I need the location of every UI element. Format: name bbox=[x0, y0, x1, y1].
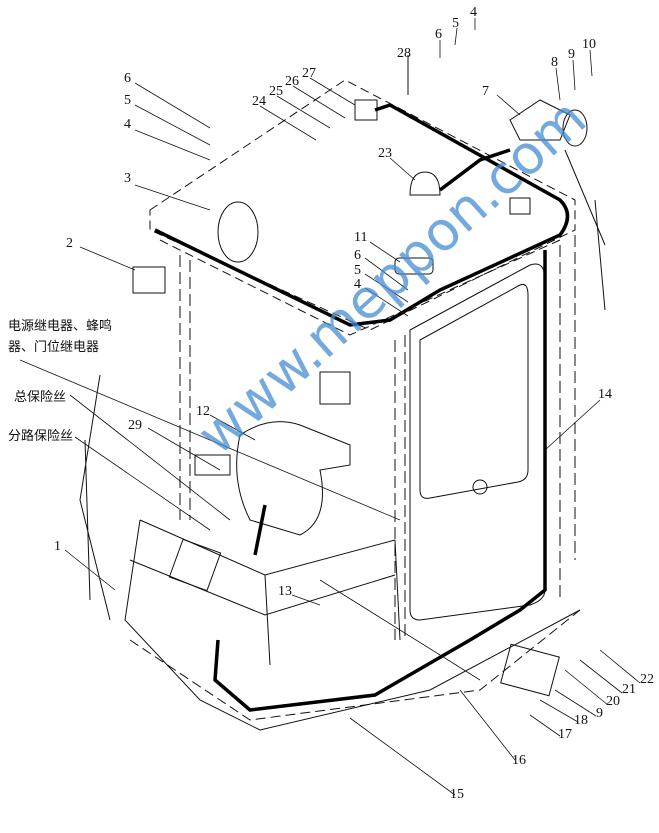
callout-26: 26 bbox=[285, 74, 299, 89]
fan-3 bbox=[217, 201, 259, 263]
wiper-rear bbox=[564, 149, 606, 311]
callout-6-mid: 6 bbox=[354, 248, 361, 263]
wiring-harness bbox=[154, 103, 570, 712]
relay-label-line-1: 电源继电器、蜂鸣 bbox=[8, 319, 113, 334]
callout-1: 1 bbox=[54, 539, 61, 554]
callout-15: 15 bbox=[450, 787, 464, 802]
callout-9: 9 bbox=[568, 47, 575, 62]
callout-2: 2 bbox=[66, 236, 73, 251]
callout-6-top: 6 bbox=[435, 27, 442, 42]
console bbox=[236, 421, 351, 536]
roof-outline bbox=[149, 79, 576, 331]
callout-3: 3 bbox=[124, 171, 131, 186]
switch-11 bbox=[394, 257, 434, 275]
callout-8: 8 bbox=[551, 55, 558, 70]
callout-9-bottom: 9 bbox=[596, 706, 603, 721]
relay-box bbox=[319, 371, 351, 405]
wiper-front bbox=[79, 374, 111, 621]
callout-11: 11 bbox=[354, 230, 367, 245]
callout-4-top: 4 bbox=[470, 5, 477, 20]
callout-25: 25 bbox=[269, 84, 283, 99]
callout-12: 12 bbox=[196, 404, 210, 419]
relay-label-line-2: 器、门位继电器 bbox=[8, 340, 100, 355]
relay-label: 电源继电器、蜂鸣 器、门位继电器 bbox=[8, 316, 112, 358]
callout-29: 29 bbox=[128, 418, 142, 433]
callout-6-left: 6 bbox=[124, 71, 131, 86]
callout-5-mid: 5 bbox=[354, 263, 361, 278]
callout-7: 7 bbox=[482, 84, 489, 99]
plate-18 bbox=[500, 643, 560, 697]
callout-16: 16 bbox=[512, 753, 526, 768]
work-lamp-2 bbox=[132, 266, 166, 294]
door-outline bbox=[409, 263, 546, 621]
callout-27: 27 bbox=[302, 66, 316, 81]
callout-22: 22 bbox=[640, 672, 654, 687]
callout-24: 24 bbox=[252, 94, 266, 109]
callout-10: 10 bbox=[582, 37, 596, 52]
callout-17: 17 bbox=[558, 727, 572, 742]
callout-14: 14 bbox=[598, 387, 612, 402]
callout-5-top: 5 bbox=[452, 16, 459, 31]
main-fuse-label: 总保险丝 bbox=[14, 390, 67, 405]
callout-4-left: 4 bbox=[124, 117, 131, 132]
beacon-23 bbox=[409, 171, 441, 196]
callout-18: 18 bbox=[574, 713, 588, 728]
wiper-motor-7 bbox=[509, 99, 571, 141]
callout-13: 13 bbox=[278, 584, 292, 599]
callout-23: 23 bbox=[378, 146, 392, 161]
callout-28: 28 bbox=[397, 46, 411, 61]
callout-21: 21 bbox=[622, 682, 636, 697]
branch-fuse-label: 分路保险丝 bbox=[8, 429, 74, 444]
callout-4-mid: 4 bbox=[354, 277, 361, 292]
callout-20: 20 bbox=[606, 694, 620, 709]
callout-5-left: 5 bbox=[124, 93, 131, 108]
